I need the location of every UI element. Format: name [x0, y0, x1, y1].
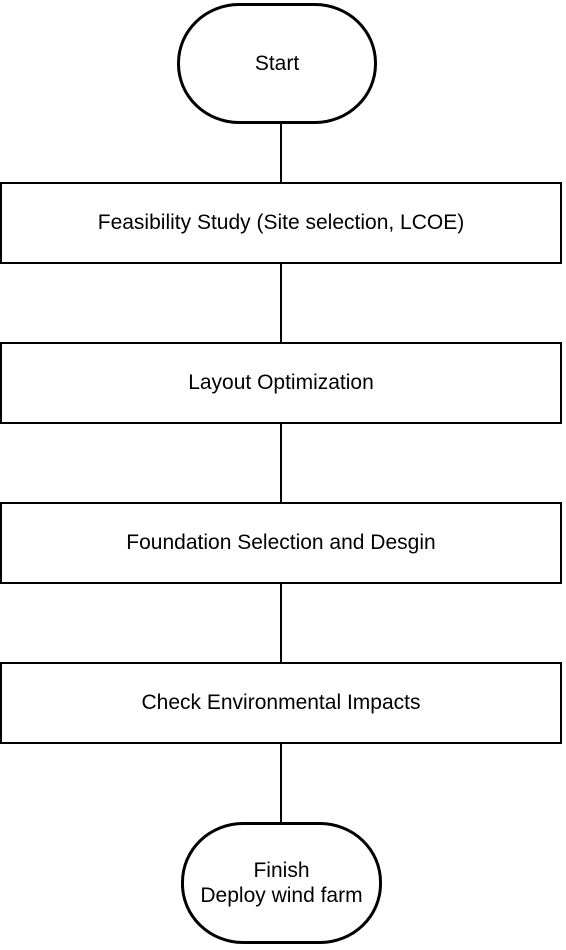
- connector-environment-to-finish: [280, 742, 282, 824]
- step-environmental-impacts-label: Check Environmental Impacts: [141, 691, 421, 714]
- step-feasibility-study[interactable]: Feasibility Study (Site selection, LCOE): [0, 182, 562, 264]
- connector-feasibility-to-layout: [280, 262, 282, 344]
- step-layout-optimization[interactable]: Layout Optimization: [0, 342, 562, 424]
- step-feasibility-study-label: Feasibility Study (Site selection, LCOE): [97, 211, 465, 234]
- finish-label: Finish: [253, 859, 310, 882]
- start-node[interactable]: Start: [177, 3, 377, 124]
- step-environmental-impacts[interactable]: Check Environmental Impacts: [0, 662, 562, 744]
- connector-layout-to-foundation: [280, 422, 282, 504]
- step-foundation-selection-label: Foundation Selection and Desgin: [126, 531, 436, 554]
- step-foundation-selection[interactable]: Foundation Selection and Desgin: [0, 502, 562, 584]
- connector-start-to-feasibility: [280, 122, 282, 184]
- finish-sublabel: Deploy wind farm: [200, 884, 363, 907]
- start-label: Start: [254, 52, 300, 75]
- finish-node[interactable]: Finish Deploy wind farm: [181, 822, 382, 944]
- connector-foundation-to-environment: [280, 582, 282, 664]
- step-layout-optimization-label: Layout Optimization: [188, 371, 374, 394]
